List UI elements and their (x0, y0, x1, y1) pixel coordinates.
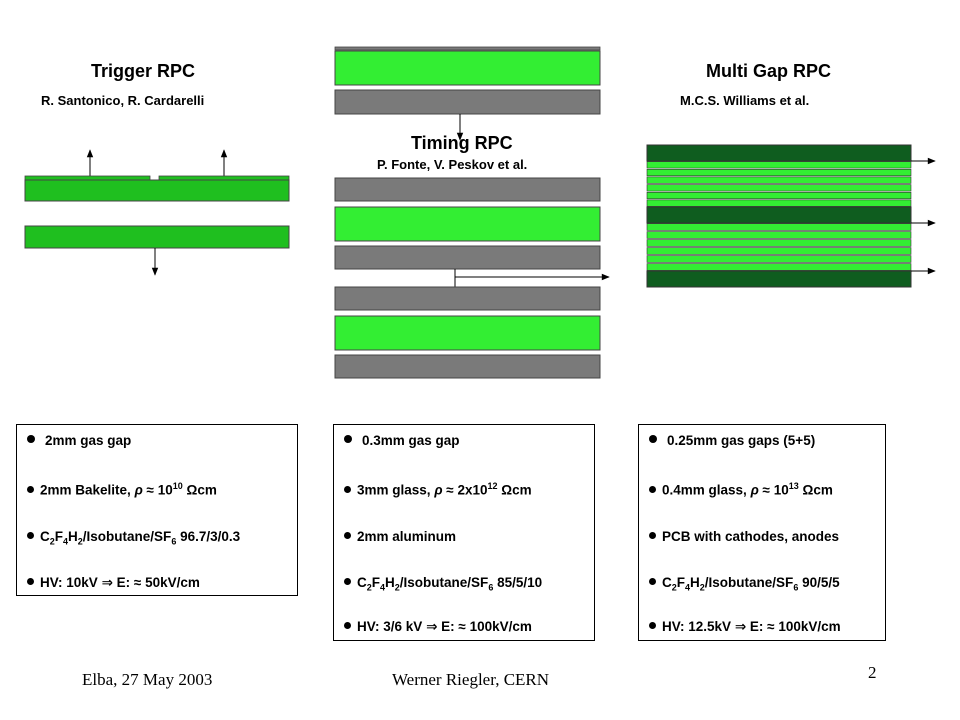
multigap-lower-glass-plate-5 (646, 255, 912, 263)
timing-spec-hv: HV: 3/6 kV ⇒ E: ≈ 100kV/cm (344, 619, 532, 635)
timing-glass-1 (334, 206, 601, 242)
bullet-icon (27, 578, 34, 585)
multigap-rpc-diagram (646, 144, 936, 288)
timing-spec-glass: 3mm glass, ρ ≈ 2x1012 Ωcm (344, 481, 532, 498)
trigger-spec-gas: C2F4H2/Isobutane/SF6 96.7/3/0.3 (27, 529, 240, 547)
trigger-top-strip-right (158, 175, 290, 181)
trigger-rpc-title: Trigger RPC (91, 61, 196, 81)
bullet-icon (27, 532, 34, 539)
timing-layer-3 (334, 286, 601, 311)
bullet-icon (344, 622, 351, 629)
multigap-spec-pcb: PCB with cathodes, anodes (649, 529, 839, 544)
multigap-upper-glass-plate-2 (646, 169, 912, 177)
bullet-icon (649, 435, 657, 443)
bullet-icon (344, 485, 351, 493)
multigap-upper-glass-stack (646, 161, 912, 207)
bullet-icon (27, 435, 35, 443)
timing-spec-aluminum: 2mm aluminum (344, 529, 456, 544)
multigap-center-electrode (646, 206, 912, 224)
multigap-lower-glass-plate-4 (646, 247, 912, 255)
multigap-lower-glass-plate-3 (646, 239, 912, 247)
timing-layer-2 (334, 245, 601, 270)
multigap-upper-glass-plate-1 (646, 161, 912, 169)
rpc-diagrams (24, 46, 936, 379)
multigap-spec-box: 0.25mm gas gaps (5+5) 0.4mm glass, ρ ≈ 1… (638, 424, 886, 641)
timing-rpc-author: P. Fonte, V. Peskov et al. (377, 157, 528, 172)
footer-author: Werner Riegler, CERN (392, 670, 550, 689)
bullet-icon (649, 532, 656, 539)
trigger-top-electrode (24, 179, 290, 202)
multigap-bottom-electrode (646, 270, 912, 288)
multigap-lower-glass-plate-6 (646, 263, 912, 271)
multigap-rpc-author: M.C.S. Williams et al. (680, 93, 810, 108)
bullet-icon (649, 485, 656, 493)
multigap-spec-glass: 0.4mm glass, ρ ≈ 1013 Ωcm (649, 481, 833, 498)
multigap-lower-glass-plate-1 (646, 223, 912, 231)
multigap-spec-gap: 0.25mm gas gaps (5+5) (649, 433, 815, 448)
trigger-spec-bakelite: 2mm Bakelite, ρ ≈ 1010 Ωcm (27, 481, 217, 498)
footer-date-location: Elba, 27 May 2003 (82, 670, 213, 689)
bullet-icon (344, 532, 351, 539)
multigap-lower-glass-stack (646, 223, 912, 271)
timing-spec-box: 0.3mm gas gap 3mm glass, ρ ≈ 2x1012 Ωcm … (333, 424, 595, 641)
multigap-upper-glass-plate-5 (646, 192, 912, 200)
timing-spec-gas: C2F4H2/Isobutane/SF6 85/5/10 (344, 575, 542, 593)
multigap-upper-glass-plate-6 (646, 199, 912, 207)
timing-rpc-title: Timing RPC (411, 133, 513, 153)
bullet-icon (344, 578, 351, 585)
timing-layer-4 (334, 354, 601, 379)
multigap-upper-glass-plate-4 (646, 184, 912, 192)
timing-spec-gap: 0.3mm gas gap (344, 433, 460, 448)
timing-top-aluminum (334, 89, 601, 115)
trigger-top-strip-left (24, 175, 151, 181)
trigger-bottom-electrode (24, 225, 290, 249)
bullet-icon (27, 485, 34, 493)
bullet-icon (344, 435, 352, 443)
multigap-spec-hv: HV: 12.5kV ⇒ E: ≈ 100kV/cm (649, 619, 841, 635)
trigger-rpc-author: R. Santonico, R. Cardarelli (41, 93, 205, 108)
trigger-spec-hv: HV: 10kV ⇒ E: ≈ 50kV/cm (27, 575, 200, 591)
bullet-icon (649, 578, 656, 585)
timing-layer-1 (334, 177, 601, 202)
timing-top-glass (334, 50, 601, 86)
trigger-spec-box: 2mm gas gap 2mm Bakelite, ρ ≈ 1010 Ωcm C… (16, 424, 298, 596)
page-number: 2 (868, 663, 877, 682)
multigap-spec-gas: C2F4H2/Isobutane/SF6 90/5/5 (649, 575, 840, 593)
bullet-icon (649, 622, 656, 629)
timing-top-thin-electrode (334, 46, 601, 51)
timing-glass-2 (334, 315, 601, 351)
trigger-spec-gap: 2mm gas gap (27, 433, 131, 448)
multigap-top-electrode (646, 144, 912, 162)
trigger-rpc-diagram (24, 149, 290, 276)
multigap-lower-glass-plate-2 (646, 231, 912, 239)
multigap-upper-glass-plate-3 (646, 176, 912, 184)
timing-rpc-diagram (334, 46, 610, 379)
multigap-rpc-title: Multi Gap RPC (706, 61, 831, 81)
